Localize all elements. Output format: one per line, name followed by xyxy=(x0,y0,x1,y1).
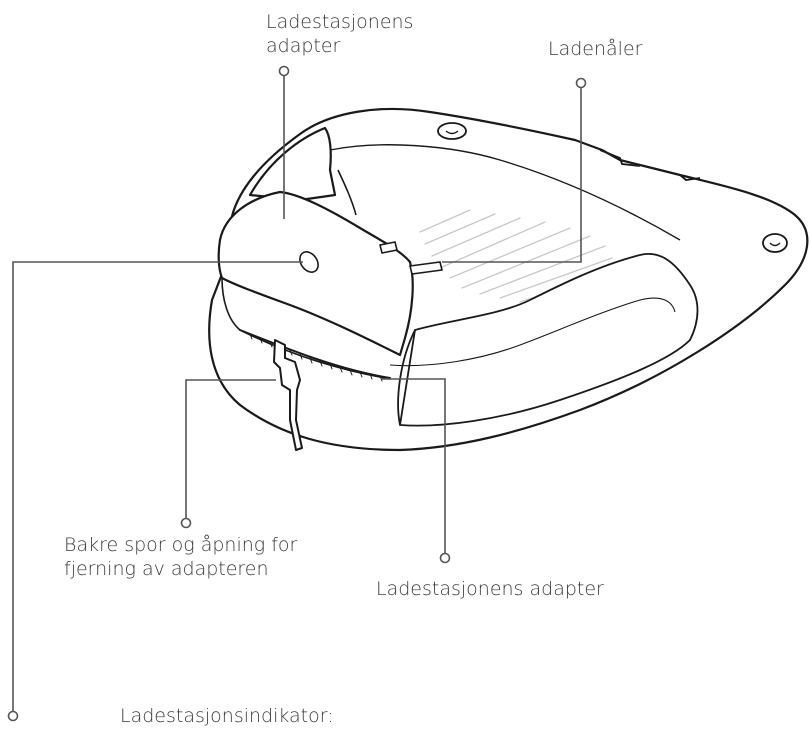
callout-adapter-top-line2: adapter xyxy=(266,35,413,59)
endpoint-rear-slot xyxy=(182,519,191,528)
callout-rear-slot-line1: Bakre spor og åpning for xyxy=(64,534,297,558)
callout-rear-slot: Bakre spor og åpning for fjerning av ada… xyxy=(64,534,297,582)
callout-adapter-top: Ladestasjonens adapter xyxy=(266,11,413,59)
callout-adapter-bottom: Ladestasjonens adapter xyxy=(376,578,604,602)
callout-charging-indicator: Ladestasjonsindikator: xyxy=(120,705,334,729)
endpoint-adapter-bottom xyxy=(441,554,450,563)
callout-adapter-top-line1: Ladestasjonens xyxy=(266,11,413,35)
endpoint-indicator xyxy=(9,712,18,721)
callout-charging-needles: Ladenåler xyxy=(548,38,642,62)
endpoint-needles xyxy=(577,79,586,88)
endpoint-adapter-top xyxy=(280,67,289,76)
callout-rear-slot-line2: fjerning av adapteren xyxy=(64,558,297,582)
